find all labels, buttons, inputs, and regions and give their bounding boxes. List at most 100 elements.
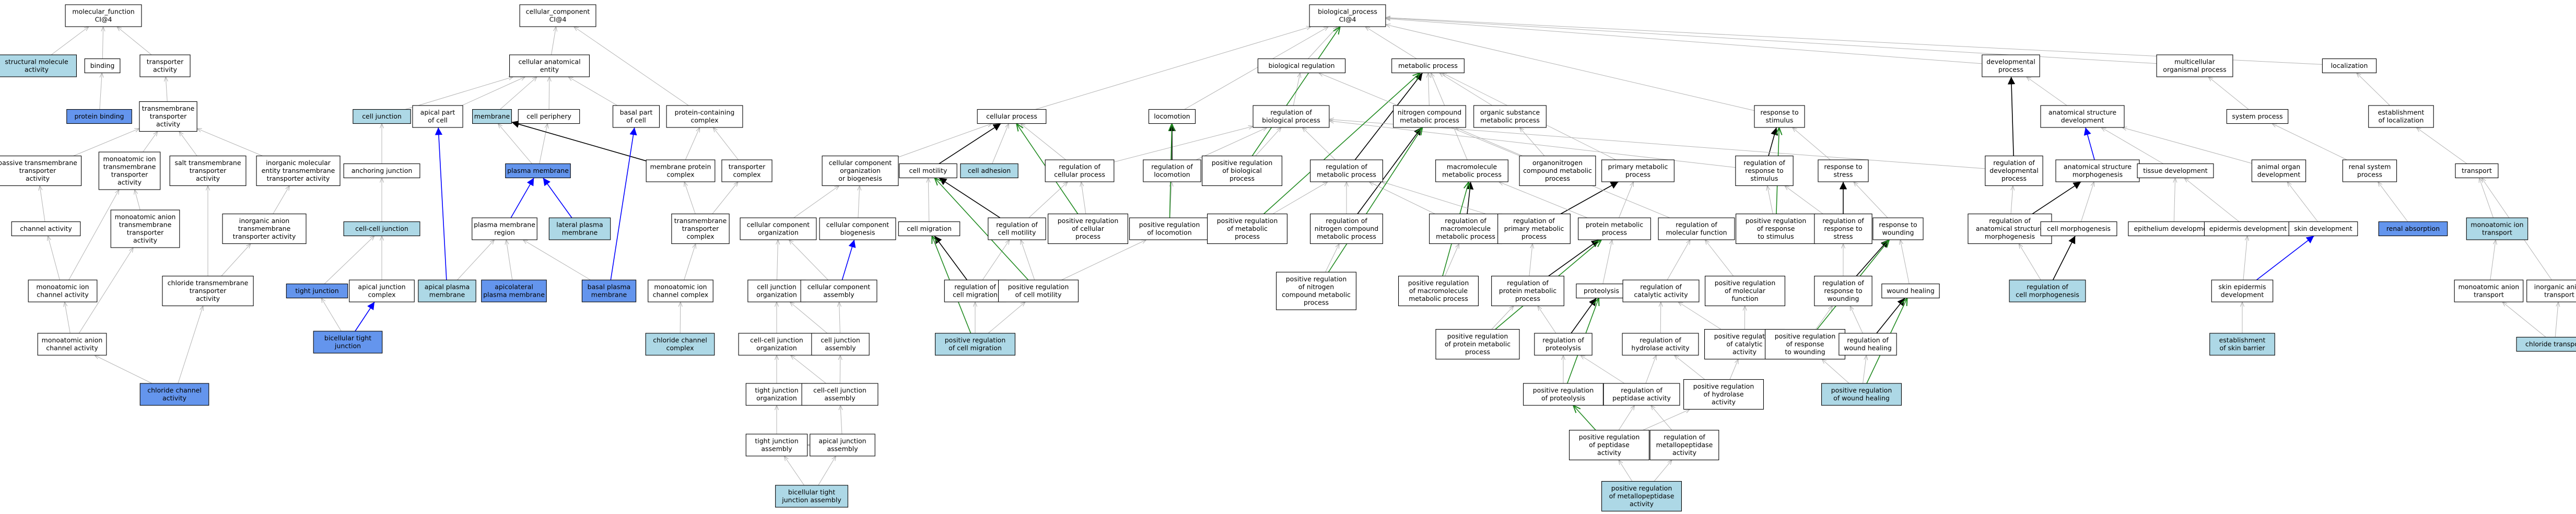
node-label-line: transporter activity [233, 232, 296, 240]
node-label-line: positive regulation [1775, 332, 1836, 340]
go-term-node-metabolic-process: metabolic process [1391, 58, 1465, 74]
node-label-line: cellular component [747, 221, 810, 229]
node-box [899, 163, 957, 179]
edge-default [784, 456, 805, 486]
node-box [509, 54, 590, 77]
node-label-line: regulation of [1326, 217, 1367, 225]
edge-default [818, 456, 836, 486]
node-box [2211, 279, 2274, 302]
edge-default [988, 302, 1025, 334]
go-term-node-system-process: system process [2226, 109, 2289, 124]
edge-black [1856, 239, 1889, 277]
node-label-line: process [1625, 171, 1650, 179]
node-label-line: chloride transport [2525, 340, 2576, 348]
go-term-node-inorganic-anion-transmembrane-transporter-activity: inorganic aniontransmembranetransporter … [222, 213, 307, 244]
edge-default [1272, 182, 1328, 214]
edge-default [197, 128, 263, 156]
node-label-line: chloride channel [147, 387, 202, 394]
edge-default [143, 132, 158, 153]
go-term-node-biological-regulation: biological regulation [1257, 58, 1346, 74]
go-term-node-chloride-transmembrane-transporter-activity: chloride transmembranetransporteractivit… [162, 275, 254, 307]
node-label-line: activity [196, 174, 220, 182]
go-term-node-tissue-development: tissue development [2137, 163, 2214, 179]
edge-default [1196, 127, 1267, 160]
node-box [738, 333, 815, 356]
node-label-line: transporter [682, 225, 719, 232]
node-label-line: proteolysis [1545, 344, 1581, 352]
node-box [1814, 213, 1872, 244]
node-box [0, 54, 77, 77]
node-label-line: positive regulation [1408, 279, 1469, 287]
node-box [1736, 213, 1817, 244]
node-box [1683, 379, 1764, 410]
edge-default [1643, 410, 1690, 430]
edge-default [2174, 178, 2175, 222]
node-label-line: positive regulation [1579, 433, 1640, 441]
node-label-line: complex [666, 344, 694, 352]
node-label-line: cell-cell junction [750, 336, 803, 344]
node-box [65, 4, 142, 27]
edge-default [2011, 186, 2013, 214]
edge-green [1573, 405, 1596, 431]
node-label-line: catalytic activity [1634, 291, 1688, 299]
node-label-line: organonitrogen [1532, 159, 1583, 167]
node-label-line: of metabolic [1227, 225, 1268, 232]
node-box [2251, 159, 2306, 182]
edge-default [78, 248, 133, 334]
node-label-line: organization [756, 344, 797, 352]
node-label-line: assembly [823, 291, 854, 299]
node-box [898, 221, 961, 237]
node-label-line: transporter [19, 167, 56, 174]
node-box [1310, 159, 1383, 182]
edge-black [2052, 236, 2076, 281]
edge-default [1325, 244, 1340, 273]
node-label-line: transmembrane [238, 225, 291, 232]
node-box [110, 209, 180, 248]
node-label-line: wounding [1828, 295, 1859, 302]
edge-default [68, 190, 119, 281]
go-term-node-wound-healing: wound healing [1881, 283, 1940, 299]
node-label-line: morphogenesis [2072, 171, 2123, 179]
edge-default [2208, 77, 2249, 110]
node-label-line: cell migration [953, 291, 998, 299]
node-label-line: metabolic process [1317, 232, 1376, 240]
node-box [1398, 275, 1479, 307]
node-box [1257, 58, 1346, 74]
node-label-line: membrane [474, 112, 510, 120]
edge-default [1428, 73, 1429, 106]
node-label-line: response to [1824, 163, 1862, 171]
edge-black [511, 120, 647, 161]
edge-default [179, 132, 197, 156]
go-term-node-cell-motility: cell motility [899, 163, 957, 179]
node-label-line: organization [756, 394, 797, 402]
edge-default [1854, 182, 1888, 218]
node-label-line: activity [1712, 398, 1736, 406]
node-label-line: macromolecule [1447, 163, 1497, 171]
node-label-line: complex [368, 291, 396, 299]
node-label-line: of response [1757, 225, 1795, 232]
node-label-line: regulation of [1445, 217, 1486, 225]
node-label-line: of cellular [1072, 225, 1105, 232]
edge-blue [510, 178, 534, 218]
node-label-line: regulation of [1822, 217, 1864, 225]
node-label-line: basal part [620, 109, 653, 116]
edge-default [1491, 306, 1514, 330]
node-label-line: of metallopeptidase [1609, 492, 1675, 500]
node-box [612, 105, 660, 128]
node-box [2288, 221, 2358, 237]
node-box [1821, 383, 1902, 406]
node-box [313, 331, 383, 354]
node-box [1252, 105, 1330, 128]
edge-default [1499, 182, 1588, 218]
edge-blue [841, 239, 856, 281]
